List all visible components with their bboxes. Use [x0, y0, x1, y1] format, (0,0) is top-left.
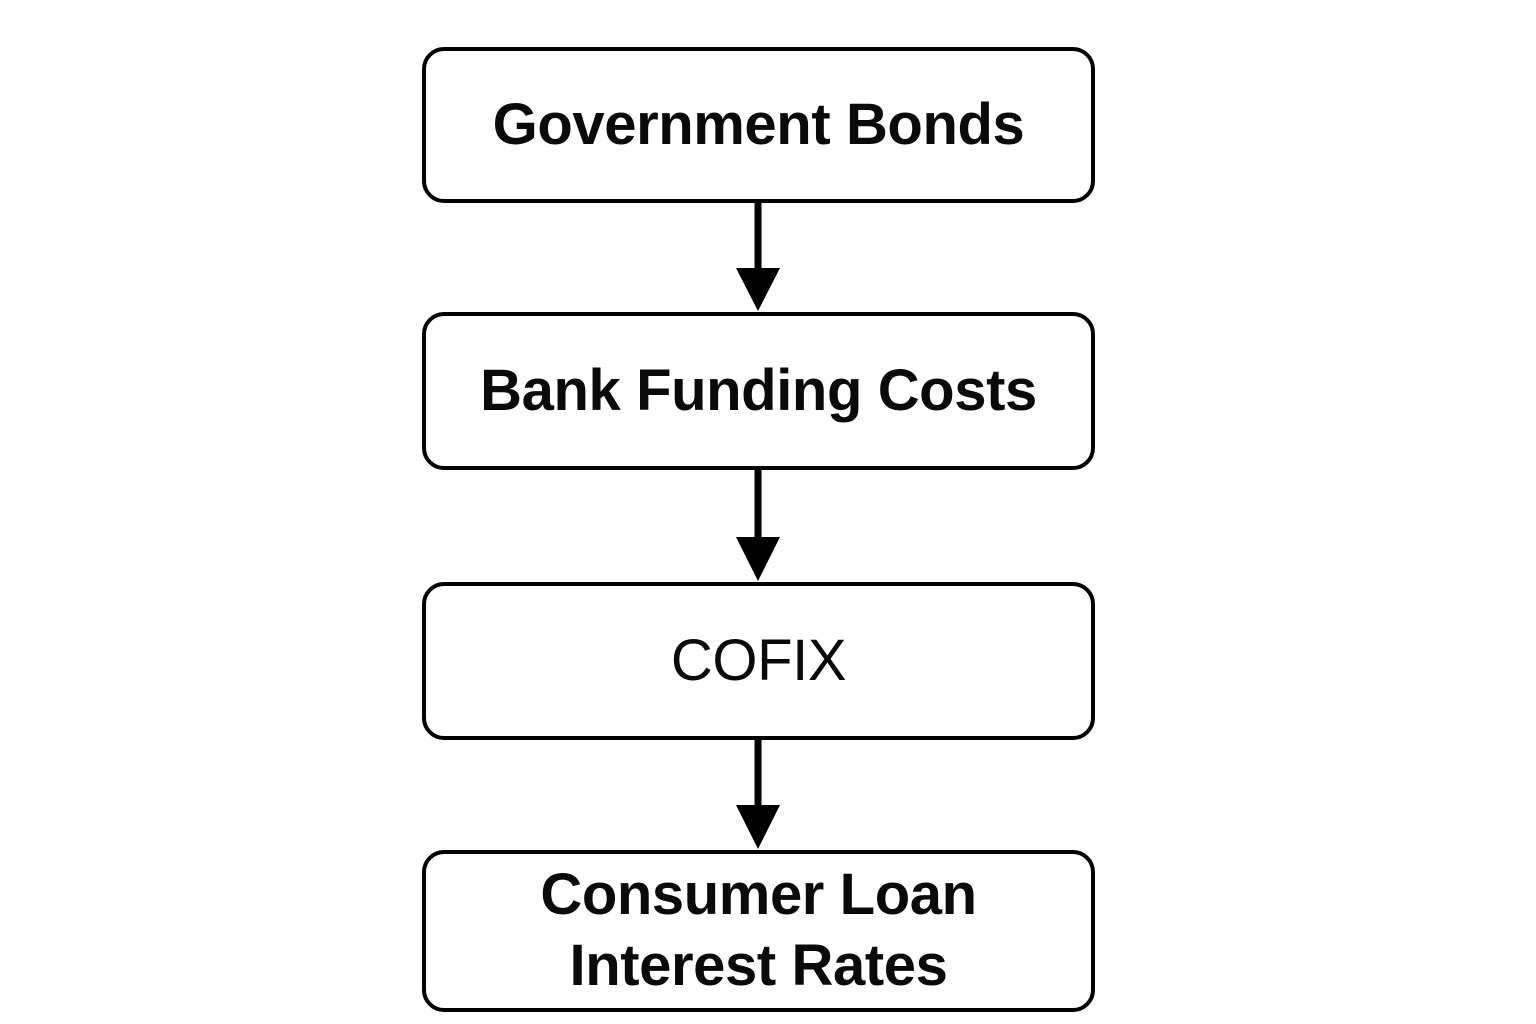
node-bank-funding-costs[interactable]: Bank Funding Costs	[422, 312, 1095, 470]
arrow-government-bonds-to-bank-funding-costs	[735, 203, 781, 312]
arrow-down-icon	[736, 740, 780, 849]
arrow-cofix-to-consumer-loan-rates	[735, 740, 781, 850]
node-label-cofix: COFIX	[670, 627, 847, 693]
node-cofix[interactable]: COFIX	[422, 582, 1095, 740]
node-consumer-loan-rates[interactable]: Consumer Loan Interest Rates	[422, 850, 1095, 1012]
arrow-down-icon	[736, 203, 780, 311]
node-government-bonds[interactable]: Government Bonds	[422, 47, 1095, 203]
arrow-down-icon	[736, 470, 780, 581]
arrow-bank-funding-costs-to-cofix	[735, 470, 781, 582]
node-label-government-bonds: Government Bonds	[492, 91, 1025, 157]
node-label-bank-funding-costs: Bank Funding Costs	[480, 357, 1037, 423]
node-label-consumer-loan-rates: Consumer Loan Interest Rates	[540, 862, 977, 998]
